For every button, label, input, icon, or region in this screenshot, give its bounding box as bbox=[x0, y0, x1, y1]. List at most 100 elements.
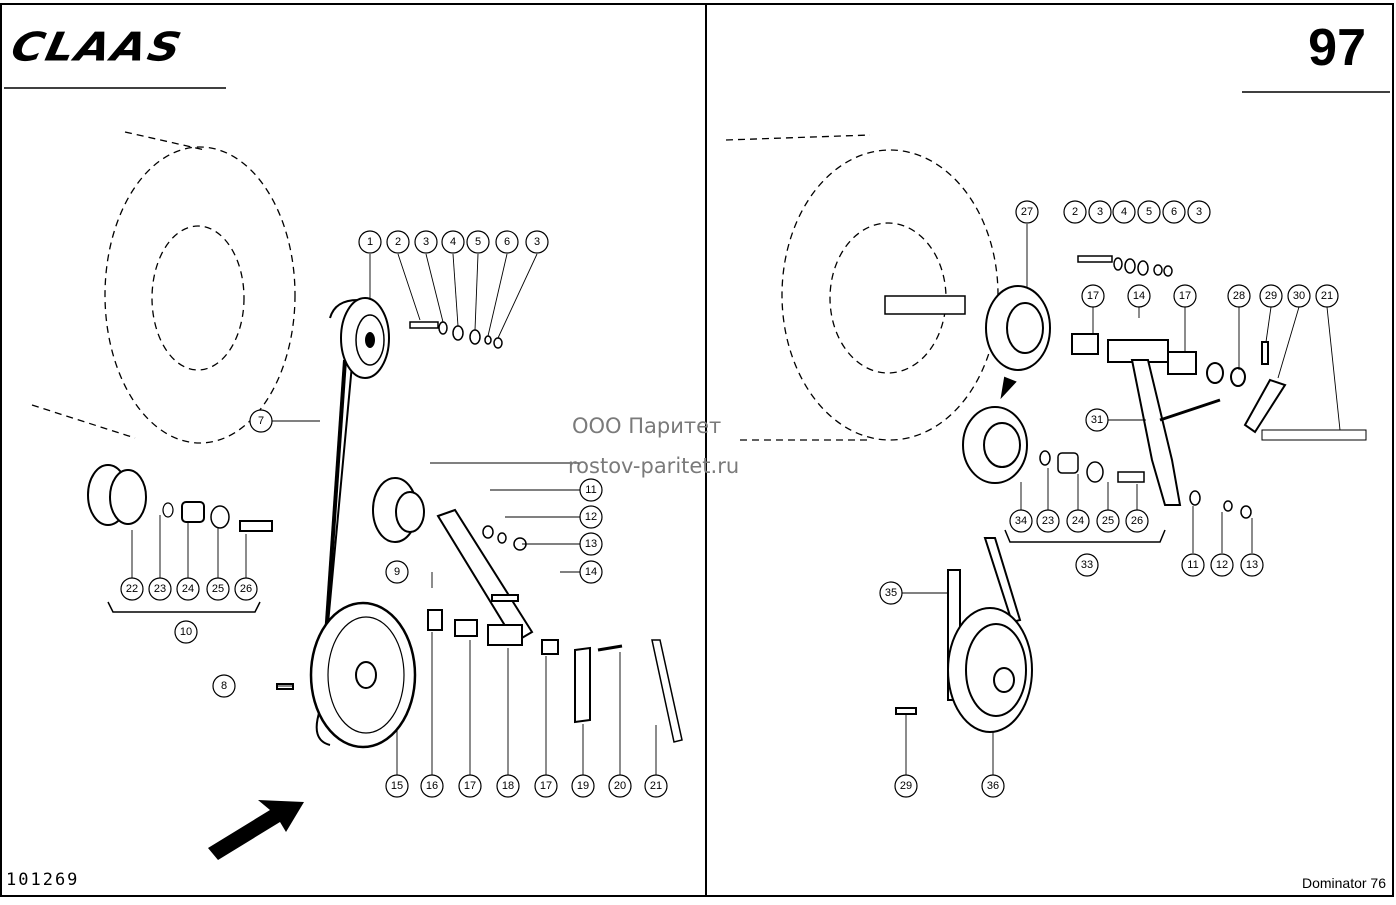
svg-text:8: 8 bbox=[221, 680, 227, 692]
callout-6: 6 bbox=[495, 230, 519, 254]
svg-text:12: 12 bbox=[585, 511, 597, 523]
svg-text:10: 10 bbox=[180, 626, 192, 638]
callout-3r: 3 bbox=[1088, 200, 1112, 224]
callout-3r2: 3 bbox=[1187, 200, 1211, 224]
svg-text:6: 6 bbox=[1171, 206, 1177, 218]
callout-12r: 12 bbox=[1210, 553, 1234, 577]
svg-text:25: 25 bbox=[1102, 515, 1114, 527]
svg-text:12: 12 bbox=[1216, 559, 1228, 571]
callout-14: 14 bbox=[579, 560, 603, 584]
svg-text:21: 21 bbox=[1321, 290, 1333, 302]
left-callouts: 1 2 3 4 5 6 3 7 8 9 10 11 12 13 14 15 16… bbox=[120, 230, 668, 798]
svg-text:35: 35 bbox=[885, 587, 897, 599]
svg-text:23: 23 bbox=[154, 583, 166, 595]
right-shaft bbox=[884, 295, 966, 315]
brand-logo: CLAAS bbox=[7, 24, 188, 71]
callout-13r: 13 bbox=[1240, 553, 1264, 577]
callout-30: 30 bbox=[1287, 284, 1311, 308]
callout-34: 34 bbox=[1009, 509, 1033, 533]
callout-17b: 17 bbox=[534, 774, 558, 798]
callout-21r: 21 bbox=[1315, 284, 1339, 308]
right-bolt-stack bbox=[1077, 255, 1173, 277]
callout-10: 10 bbox=[174, 620, 198, 644]
right-arm-assembly bbox=[1071, 333, 1367, 506]
svg-text:19: 19 bbox=[577, 780, 589, 792]
callout-36: 36 bbox=[981, 774, 1005, 798]
svg-text:14: 14 bbox=[585, 566, 597, 578]
svg-text:29: 29 bbox=[900, 780, 912, 792]
svg-text:14: 14 bbox=[1133, 290, 1145, 302]
callout-12: 12 bbox=[579, 505, 603, 529]
callout-17: 17 bbox=[458, 774, 482, 798]
sheet-border bbox=[0, 3, 1394, 897]
callout-1: 1 bbox=[358, 230, 382, 254]
svg-text:33: 33 bbox=[1081, 559, 1093, 571]
svg-text:4: 4 bbox=[450, 236, 456, 248]
svg-text:25: 25 bbox=[212, 583, 224, 595]
left-drum-outline bbox=[31, 131, 296, 444]
svg-text:17: 17 bbox=[540, 780, 552, 792]
svg-text:2: 2 bbox=[395, 236, 401, 248]
callout-4: 4 bbox=[441, 230, 465, 254]
callout-16: 16 bbox=[420, 774, 444, 798]
callout-3: 3 bbox=[414, 230, 438, 254]
svg-text:17: 17 bbox=[1179, 290, 1191, 302]
svg-text:18: 18 bbox=[502, 780, 514, 792]
svg-text:30: 30 bbox=[1293, 290, 1305, 302]
svg-text:34: 34 bbox=[1015, 515, 1027, 527]
callout-8: 8 bbox=[212, 674, 236, 698]
right-pulleys bbox=[962, 285, 1051, 484]
model-name: Dominator 76 bbox=[1301, 875, 1386, 891]
svg-text:5: 5 bbox=[475, 236, 481, 248]
page-number: 97 bbox=[1308, 19, 1366, 77]
svg-text:29: 29 bbox=[1265, 290, 1277, 302]
svg-text:3: 3 bbox=[423, 236, 429, 248]
callout-5: 5 bbox=[466, 230, 490, 254]
svg-text:26: 26 bbox=[1131, 515, 1143, 527]
svg-text:4: 4 bbox=[1121, 206, 1127, 218]
callout-33: 33 bbox=[1075, 553, 1099, 577]
right-drum-outline bbox=[725, 134, 999, 441]
callout-2: 2 bbox=[386, 230, 410, 254]
svg-text:1: 1 bbox=[367, 236, 373, 248]
svg-text:21: 21 bbox=[650, 780, 662, 792]
svg-text:20: 20 bbox=[614, 780, 626, 792]
callout-14r: 14 bbox=[1127, 284, 1151, 308]
callout-5r: 5 bbox=[1137, 200, 1161, 224]
callout-24: 24 bbox=[176, 577, 200, 601]
svg-text:3: 3 bbox=[534, 236, 540, 248]
callout-21: 21 bbox=[644, 774, 668, 798]
callout-6r: 6 bbox=[1162, 200, 1186, 224]
svg-text:26: 26 bbox=[240, 583, 252, 595]
watermark-url: rostov-paritet.ru bbox=[568, 454, 740, 478]
svg-text:28: 28 bbox=[1233, 290, 1245, 302]
leader-lines bbox=[131, 224, 1341, 775]
svg-text:17: 17 bbox=[464, 780, 476, 792]
svg-text:17: 17 bbox=[1087, 290, 1099, 302]
callout-25r: 25 bbox=[1096, 509, 1120, 533]
callout-25: 25 bbox=[206, 577, 230, 601]
left-hardware-11-13 bbox=[482, 525, 527, 551]
callout-17r: 17 bbox=[1081, 284, 1105, 308]
callout-20: 20 bbox=[608, 774, 632, 798]
svg-text:11: 11 bbox=[1187, 559, 1198, 571]
callout-9: 9 bbox=[385, 560, 409, 584]
callout-23r: 23 bbox=[1036, 509, 1060, 533]
callout-2r: 2 bbox=[1063, 200, 1087, 224]
svg-text:24: 24 bbox=[1072, 515, 1084, 527]
callout-15: 15 bbox=[385, 774, 409, 798]
callout-11: 11 bbox=[579, 478, 603, 502]
left-bolt-stack bbox=[409, 321, 503, 349]
left-belt-drive bbox=[309, 297, 417, 749]
svg-text:3: 3 bbox=[1097, 206, 1103, 218]
callout-3b: 3 bbox=[525, 230, 549, 254]
callout-31: 31 bbox=[1085, 408, 1109, 432]
document-id: 101269 bbox=[6, 870, 80, 890]
svg-text:24: 24 bbox=[182, 583, 194, 595]
svg-text:9: 9 bbox=[394, 566, 400, 578]
svg-text:13: 13 bbox=[585, 538, 597, 550]
svg-text:36: 36 bbox=[987, 780, 999, 792]
callout-29: 29 bbox=[1259, 284, 1283, 308]
callout-18: 18 bbox=[496, 774, 520, 798]
